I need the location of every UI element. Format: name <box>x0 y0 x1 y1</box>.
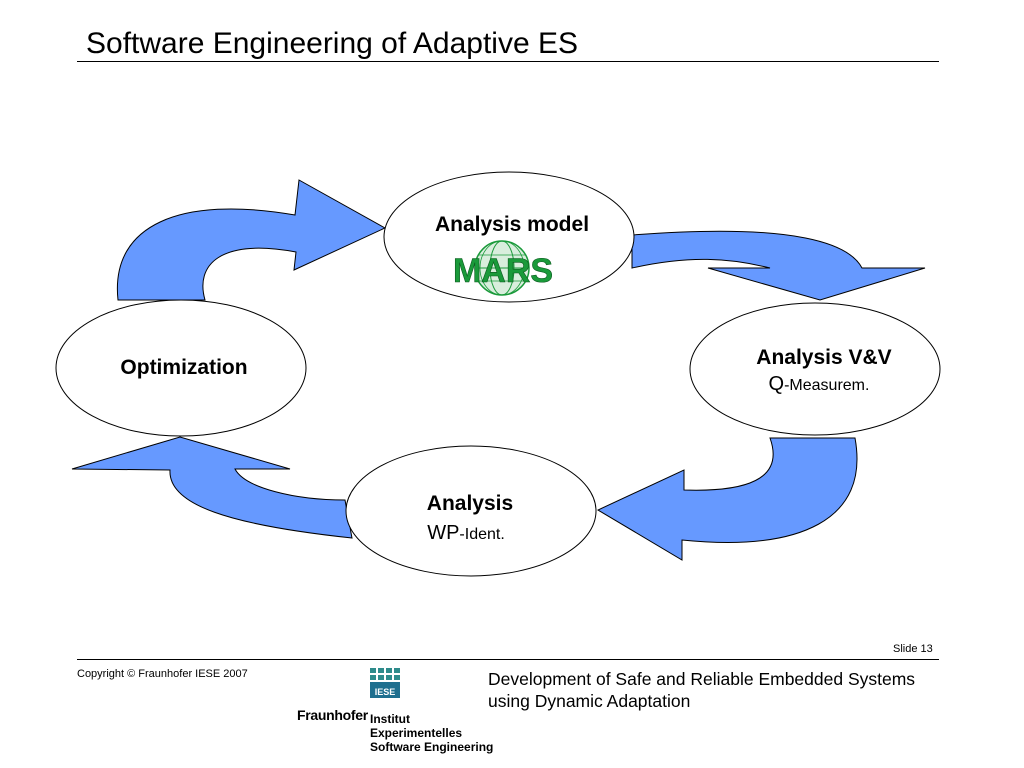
label-analysis-vv-sub-small: -Measurem. <box>784 377 869 394</box>
title-divider <box>77 61 939 62</box>
institut-line-2: Experimentelles <box>370 726 463 740</box>
arrow-analysis-to-optimization <box>71 436 353 539</box>
footer-tagline-line-1: Development of Safe and Reliable Embedde… <box>488 669 916 689</box>
footer-tagline-line-2: using Dynamic Adaptation <box>488 691 691 711</box>
arrow-optimization-to-model <box>116 179 387 301</box>
label-analysis-vv: Analysis V&V <box>756 346 891 369</box>
label-analysis-sub-big: WP <box>427 522 459 544</box>
mars-logo: MARS <box>453 240 553 296</box>
fraunhofer-wordmark: Fraunhofer <box>297 707 368 723</box>
footer-divider <box>77 659 939 660</box>
slide-number: Slide 13 <box>893 643 933 655</box>
node-analysis-vv <box>689 302 941 436</box>
label-analysis-sub-small: -Ident. <box>459 526 504 543</box>
institut-line-3: Software Engineering <box>370 740 494 754</box>
copyright-text: Copyright © Fraunhofer IESE 2007 <box>77 668 248 680</box>
mars-logo-text: MARS <box>453 252 553 290</box>
label-analysis-vv-sub-big: Q <box>769 373 785 395</box>
iese-logo-badge: IESE <box>375 687 396 697</box>
label-analysis-sub: WP-Ident. <box>427 522 505 544</box>
footer-tagline: Development of Safe and Reliable Embedde… <box>488 668 915 712</box>
cycle-diagram: Analysis model MARS Analysis V&V Q-Measu… <box>55 171 941 577</box>
iese-logo-icon: IESE <box>368 666 402 700</box>
node-analysis-model <box>383 171 635 303</box>
label-analysis-model: Analysis model <box>435 213 589 236</box>
node-optimization <box>55 299 307 437</box>
arrow-vv-to-analysis <box>596 437 858 561</box>
institut-line-1: Institut <box>370 712 410 726</box>
arrow-model-to-vv <box>631 230 926 301</box>
label-optimization: Optimization <box>120 356 247 379</box>
label-analysis-vv-sub: Q-Measurem. <box>769 373 870 395</box>
slide-title: Software Engineering of Adaptive ES <box>86 27 578 60</box>
label-analysis: Analysis <box>427 492 513 515</box>
node-analysis <box>345 445 597 577</box>
